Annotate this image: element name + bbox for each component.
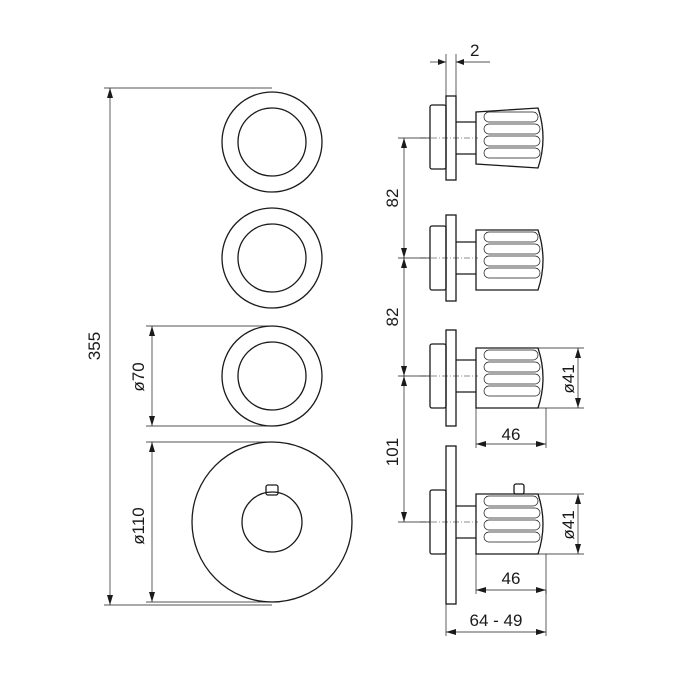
dimension-knob-length-b: 46 xyxy=(475,554,547,594)
small-escutcheon-3 xyxy=(221,325,323,427)
dimension-knob-diameter-b: ø41 xyxy=(538,493,584,555)
small-escutcheon-1 xyxy=(221,91,323,193)
side-view xyxy=(420,95,544,605)
diameter-small-label: ø70 xyxy=(129,362,148,391)
total-height-label: 355 xyxy=(85,332,104,360)
spacing-2-label: 82 xyxy=(383,308,402,327)
small-escutcheon-2 xyxy=(221,207,323,309)
dimension-projection-range: 64 - 49 xyxy=(445,590,547,636)
dimension-diameter-small: ø70 xyxy=(129,325,272,427)
knob-diameter-b-label: ø41 xyxy=(559,510,578,539)
side-unit-3 xyxy=(420,329,544,427)
spacing-3-label: 101 xyxy=(383,438,402,466)
large-escutcheon xyxy=(191,441,353,603)
side-unit-1 xyxy=(420,95,544,181)
plate-thickness-label: 2 xyxy=(470,41,479,60)
dimension-diameter-large: ø110 xyxy=(129,441,272,603)
dimension-knob-diameter-a: ø41 xyxy=(538,347,584,409)
front-view xyxy=(191,91,353,603)
diameter-large-label: ø110 xyxy=(129,507,148,545)
dimension-plate-thickness: 2 xyxy=(430,41,490,96)
spacing-1-label: 82 xyxy=(383,189,402,208)
side-unit-4 xyxy=(420,445,544,605)
projection-range-label: 64 - 49 xyxy=(470,611,523,630)
side-unit-2 xyxy=(420,214,544,302)
knob-length-b-label: 46 xyxy=(502,569,521,588)
dimension-knob-length-a: 46 xyxy=(475,408,547,448)
knob-length-a-label: 46 xyxy=(502,425,521,444)
dimension-total-height: 355 xyxy=(85,87,272,606)
knob-diameter-a-label: ø41 xyxy=(559,364,578,393)
dimension-spacing-chain: 82 82 101 xyxy=(383,137,430,523)
